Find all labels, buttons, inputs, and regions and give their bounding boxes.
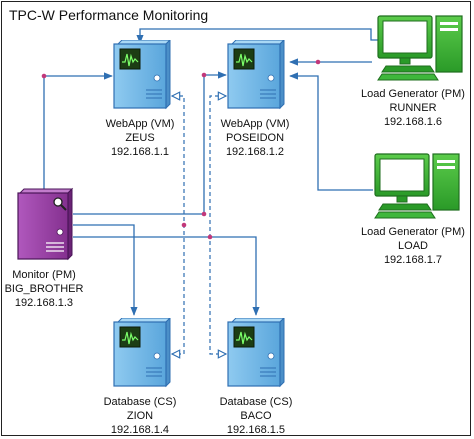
zeus-label: WebApp (VM) ZEUS 192.168.1.1 [105,118,175,158]
junction-dot [41,73,47,79]
link-monitor-zeus [43,72,113,193]
monitor-server-icon [17,187,74,261]
junction-dot [315,59,321,65]
junction-dot [181,222,187,228]
link-monitor-poseidon [73,71,227,215]
baco-label: Database (CS) BACO 192.168.1.5 [219,396,293,436]
junction-dot [207,234,213,240]
load-pc-icon [374,153,460,219]
monitor-label: Monitor (PM) BIG_BROTHER 192.168.1.3 [4,269,84,309]
runner-label: Load Generator (PM) RUNNER 192.168.1.6 [361,88,465,128]
junction-dot [201,211,207,217]
link-monitor-zion [73,224,138,316]
load-label: Load Generator (PM) LOAD 192.168.1.7 [361,226,465,266]
runner-pc-icon [377,15,463,81]
poseidon-label: WebApp (VM) POSEIDON 192.168.1.2 [220,118,290,158]
link-load-poseidon [289,72,373,191]
baco-server-icon [227,318,285,387]
zeus-server-icon [113,40,171,109]
zion-label: Database (CS) ZION 192.168.1.4 [103,396,177,436]
link-runner-zeus [136,28,382,44]
link-monitor-baco [73,236,260,316]
poseidon-server-icon [227,40,285,109]
diagram-title: TPC-W Performance Monitoring [9,7,209,23]
zion-server-icon [113,318,171,387]
junction-dot [201,72,207,78]
link-poseidon-baco-dashed [209,96,226,354]
